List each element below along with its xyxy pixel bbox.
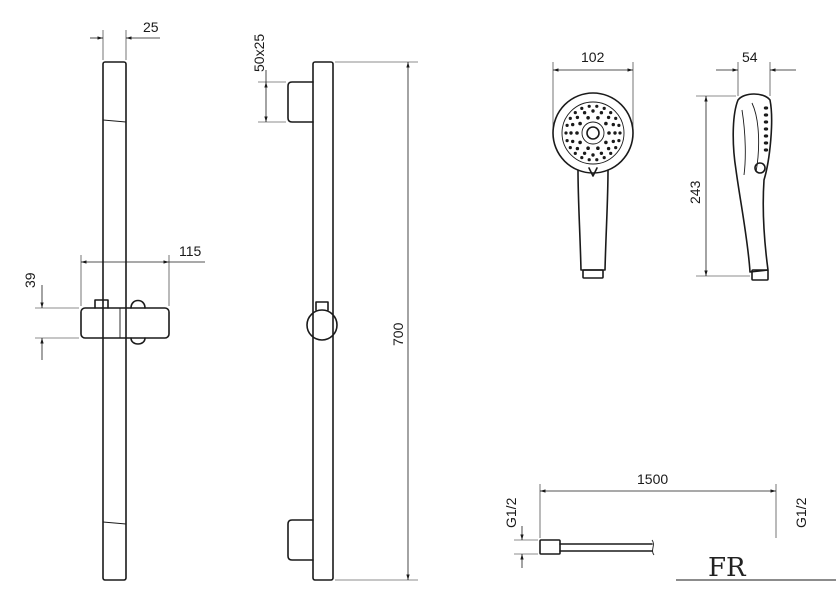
- nozzle-dot: [573, 111, 577, 115]
- nozzle-dot: [571, 122, 575, 127]
- dim-label-thread-right: G1/2: [793, 497, 809, 528]
- dim-bracket-size: 50x25: [251, 34, 286, 123]
- dim-rail-length: 700: [335, 61, 418, 581]
- nozzle-dot: [575, 131, 579, 135]
- side-nozzle-dot: [763, 106, 769, 110]
- nozzle-dot: [606, 115, 611, 120]
- nozzle-dot: [580, 106, 584, 110]
- nozzle-dot: [571, 139, 575, 144]
- nozzle-dot: [564, 131, 568, 135]
- nozzle-dot: [595, 158, 599, 162]
- nozzle-dot: [587, 104, 591, 108]
- dim-label-head-depth: 54: [742, 49, 758, 65]
- logo-text: FR: [708, 553, 747, 583]
- nozzle-dot: [575, 146, 580, 151]
- nozzle-dot: [582, 111, 587, 115]
- nozzle-dot: [580, 156, 584, 160]
- nozzle-dot: [614, 146, 618, 150]
- dim-label-thread-left: G1/2: [503, 497, 519, 528]
- dim-label-slider-height: 39: [22, 272, 38, 288]
- nozzle-dot: [565, 123, 569, 127]
- nozzle-dot: [591, 153, 595, 157]
- dim-head-depth: 54: [716, 49, 796, 96]
- side-nozzle-dot: [763, 148, 769, 152]
- nozzle-dot: [569, 131, 573, 135]
- dim-hose-length: 1500: [539, 471, 777, 538]
- nozzle-dot: [568, 146, 572, 150]
- hand-shower-front-view: [552, 92, 634, 279]
- side-nozzle-dot: [763, 127, 769, 131]
- nozzle-dot: [602, 106, 606, 110]
- dim-slider-width: 115: [80, 243, 205, 306]
- nozzle-dot: [595, 104, 599, 108]
- nozzle-dot: [611, 122, 615, 127]
- side-nozzle-pattern: [763, 106, 769, 152]
- nozzle-dot: [611, 139, 615, 144]
- side-nozzle-dot: [763, 141, 769, 145]
- side-nozzle-dot: [763, 113, 769, 117]
- brand-logo: FR: [676, 553, 836, 583]
- nozzle-dot: [609, 111, 613, 115]
- nozzle-dot: [599, 151, 604, 155]
- nozzle-dot: [606, 146, 611, 151]
- nozzle-dot: [586, 146, 590, 150]
- dim-slider-height: 39: [22, 272, 79, 360]
- nozzle-dot: [604, 121, 608, 126]
- nozzle-dot: [596, 116, 600, 120]
- dim-thread-right: G1/2: [793, 497, 809, 528]
- rail-front-view: [80, 61, 170, 581]
- nozzle-dot: [573, 151, 577, 155]
- nozzle-dot: [568, 116, 572, 120]
- nozzle-dot: [596, 146, 600, 150]
- nozzle-dot: [618, 131, 622, 135]
- side-nozzle-dot: [763, 134, 769, 138]
- nozzle-pattern: [564, 104, 622, 162]
- hand-shower-side-view: [732, 93, 773, 281]
- dim-label-handle-length: 243: [687, 180, 703, 204]
- nozzle-dot: [609, 151, 613, 155]
- nozzle-dot: [604, 140, 608, 145]
- dim-handle-length: 243: [687, 95, 750, 277]
- dim-label-slider-width: 115: [179, 243, 202, 259]
- nozzle-dot: [602, 156, 606, 160]
- dim-thread-left: G1/2: [503, 497, 538, 568]
- dim-label-rail-length: 700: [390, 322, 406, 346]
- nozzle-dot: [565, 139, 569, 143]
- nozzle-dot: [578, 121, 582, 126]
- nozzle-dot: [586, 116, 590, 120]
- nozzle-dot: [617, 123, 621, 127]
- nozzle-dot: [587, 158, 591, 162]
- nozzle-dot: [617, 139, 621, 143]
- rail-side-view: [287, 61, 338, 581]
- nozzle-dot: [578, 140, 582, 145]
- nozzle-dot: [591, 109, 595, 113]
- dim-label-rail-width: 25: [143, 19, 159, 35]
- nozzle-dot: [599, 111, 604, 115]
- dim-label-bracket-size: 50x25: [251, 34, 267, 72]
- nozzle-dot: [613, 131, 617, 135]
- hose-view: [539, 539, 655, 556]
- dim-label-hose-length: 1500: [637, 471, 668, 487]
- nozzle-dot: [614, 116, 618, 120]
- dim-head-diameter: 102: [552, 49, 634, 130]
- dim-label-head-diameter: 102: [581, 49, 605, 65]
- nozzle-dot: [582, 151, 587, 155]
- nozzle-dot: [575, 115, 580, 120]
- dim-rail-width: 25: [90, 19, 160, 60]
- side-nozzle-dot: [763, 120, 769, 124]
- nozzle-dot: [607, 131, 611, 135]
